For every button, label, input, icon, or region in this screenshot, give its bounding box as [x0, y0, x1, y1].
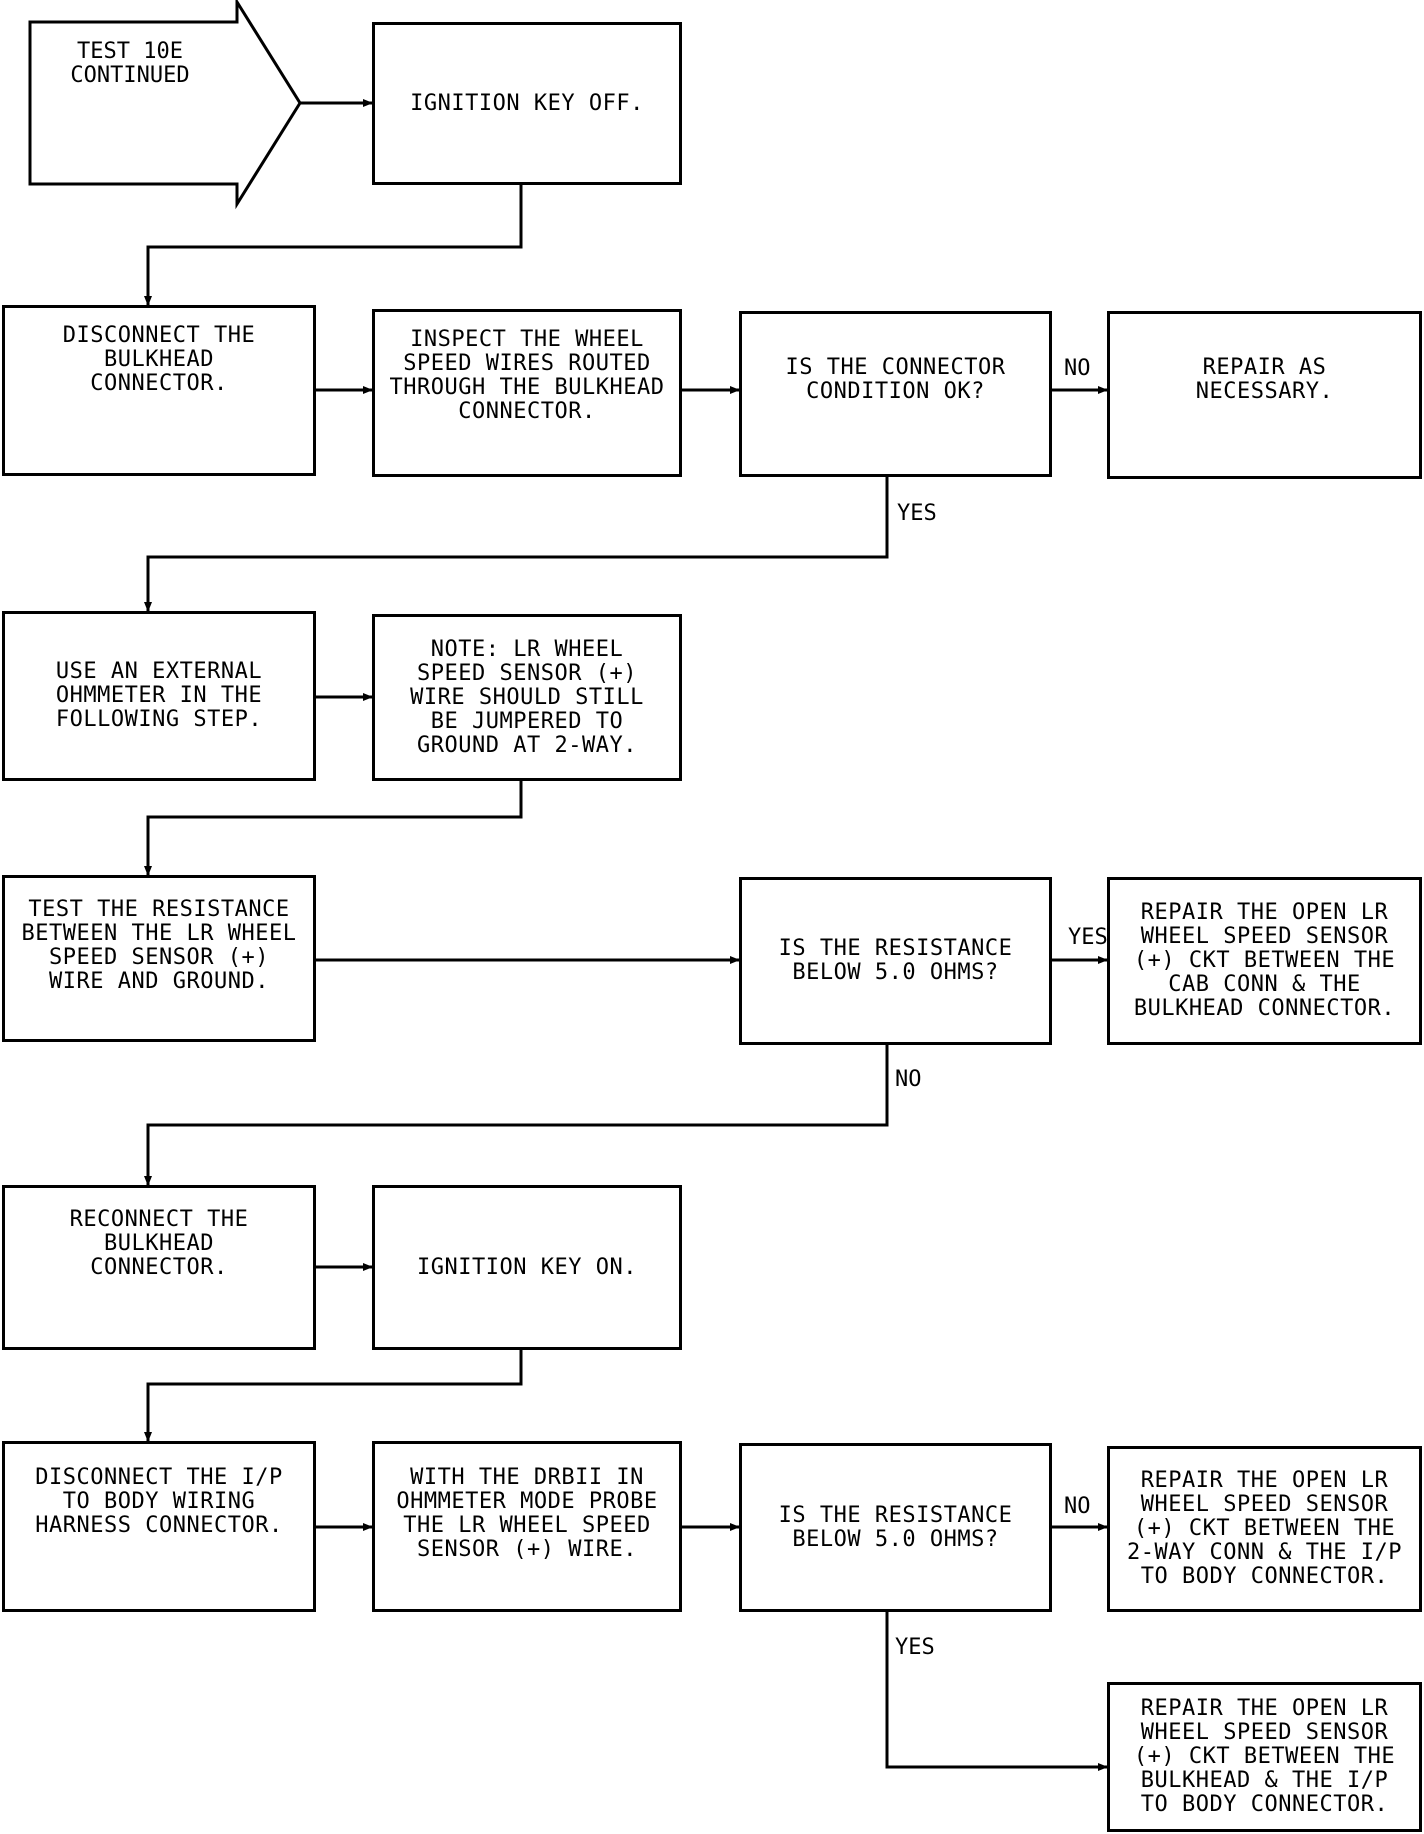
connector-ignition-off-to-disconnect	[144, 185, 523, 306]
connector-q2-yes-to-repair	[885, 1612, 1108, 1771]
step-reconnect-bulkhead: RECONNECT THE BULKHEAD CONNECTOR.	[2, 1185, 316, 1350]
branch-label-connector-yes: YES	[897, 501, 937, 526]
decision-connector-ok-text: IS THE CONNECTOR CONDITION OK?	[785, 355, 1006, 404]
branch-label-q2-yes: YES	[895, 1635, 935, 1660]
branch-label-q2-no: NO	[1064, 1494, 1091, 1519]
connector-note-to-test	[144, 781, 523, 876]
branch-label-q1-yes: YES	[1068, 925, 1108, 950]
step-repair-bulkhead-ip: REPAIR THE OPEN LR WHEEL SPEED SENSOR (+…	[1107, 1682, 1422, 1832]
step-test-resistance: TEST THE RESISTANCE BETWEEN THE LR WHEEL…	[2, 875, 316, 1042]
step-disconnect-ip-text: DISCONNECT THE I/P TO BODY WIRING HARNES…	[35, 1465, 283, 1538]
step-ignition-off-text: IGNITION KEY OFF.	[410, 90, 644, 116]
step-disconnect-ip: DISCONNECT THE I/P TO BODY WIRING HARNES…	[2, 1441, 316, 1612]
decision-connector-ok: IS THE CONNECTOR CONDITION OK?	[739, 311, 1052, 477]
start-label: TEST 10E CONTINUED	[70, 39, 190, 88]
connector-q1-no-to-reconnect	[144, 1045, 889, 1186]
step-probe-wire: WITH THE DRBII IN OHMMETER MODE PROBE TH…	[372, 1441, 682, 1612]
decision-resistance-1-text: IS THE RESISTANCE BELOW 5.0 OHMS?	[778, 936, 1013, 985]
start-arrow-shape	[28, 0, 302, 210]
step-ignition-off: IGNITION KEY OFF.	[372, 22, 682, 185]
step-inspect-wires-text: INSPECT THE WHEEL SPEED WIRES ROUTED THR…	[389, 327, 665, 424]
step-use-ohmmeter-text: USE AN EXTERNAL OHMMETER IN THE FOLLOWIN…	[55, 659, 263, 732]
step-ignition-on: IGNITION KEY ON.	[372, 1185, 682, 1350]
connector-ignition-on-to-disconnect-ip	[144, 1350, 523, 1442]
step-inspect-wires: INSPECT THE WHEEL SPEED WIRES ROUTED THR…	[372, 309, 682, 477]
connector-question-yes-to-ohmmeter	[144, 475, 889, 612]
step-disconnect-bulkhead-text: DISCONNECT THE BULKHEAD CONNECTOR.	[62, 323, 256, 396]
step-repair-2way-ip-text: REPAIR THE OPEN LR WHEEL SPEED SENSOR (+…	[1127, 1468, 1402, 1589]
decision-resistance-1: IS THE RESISTANCE BELOW 5.0 OHMS?	[739, 877, 1052, 1045]
step-repair-cab-bulkhead-text: REPAIR THE OPEN LR WHEEL SPEED SENSOR (+…	[1133, 900, 1396, 1021]
step-repair-2way-ip: REPAIR THE OPEN LR WHEEL SPEED SENSOR (+…	[1107, 1446, 1422, 1612]
step-repair-bulkhead-ip-text: REPAIR THE OPEN LR WHEEL SPEED SENSOR (+…	[1133, 1696, 1396, 1817]
step-reconnect-bulkhead-text: RECONNECT THE BULKHEAD CONNECTOR.	[69, 1207, 249, 1280]
branch-label-connector-no: NO	[1064, 356, 1091, 381]
step-test-resistance-text: TEST THE RESISTANCE BETWEEN THE LR WHEEL…	[21, 897, 297, 994]
step-repair-cab-bulkhead: REPAIR THE OPEN LR WHEEL SPEED SENSOR (+…	[1107, 877, 1422, 1045]
step-use-ohmmeter: USE AN EXTERNAL OHMMETER IN THE FOLLOWIN…	[2, 611, 316, 781]
step-repair-necessary-text: REPAIR AS NECESSARY.	[1195, 355, 1334, 404]
note-jumper: NOTE: LR WHEEL SPEED SENSOR (+) WIRE SHO…	[372, 614, 682, 781]
step-ignition-on-text: IGNITION KEY ON.	[417, 1254, 637, 1280]
branch-label-q1-no: NO	[895, 1067, 922, 1092]
decision-resistance-2-text: IS THE RESISTANCE BELOW 5.0 OHMS?	[778, 1502, 1013, 1552]
step-disconnect-bulkhead: DISCONNECT THE BULKHEAD CONNECTOR.	[2, 305, 316, 476]
step-repair-necessary: REPAIR AS NECESSARY.	[1107, 311, 1422, 479]
decision-resistance-2: IS THE RESISTANCE BELOW 5.0 OHMS?	[739, 1443, 1052, 1612]
note-jumper-text: NOTE: LR WHEEL SPEED SENSOR (+) WIRE SHO…	[410, 636, 644, 758]
step-probe-wire-text: WITH THE DRBII IN OHMMETER MODE PROBE TH…	[396, 1465, 658, 1562]
